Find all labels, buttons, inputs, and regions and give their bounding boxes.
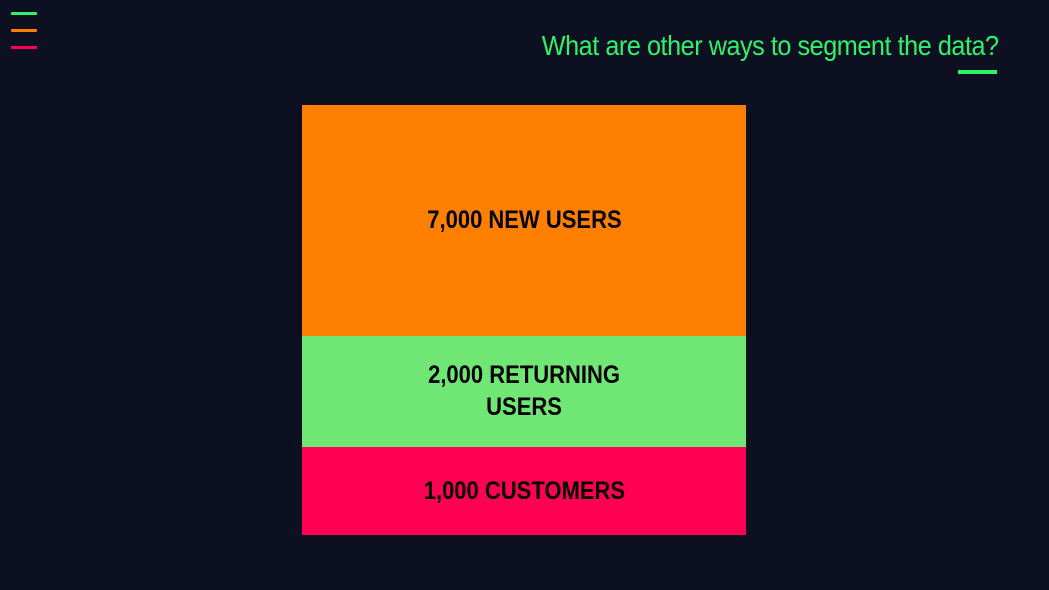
- page-title: What are other ways to segment the data?: [542, 30, 999, 61]
- menu-bar-bottom: [11, 46, 37, 49]
- segment-label-customers: 1,000 CUSTOMERS: [423, 477, 625, 506]
- segment-label-returning-users: 2,000 RETURNING USERS: [428, 361, 620, 422]
- menu-bar-middle: [11, 29, 37, 32]
- segment-returning-users: 2,000 RETURNING USERS: [302, 335, 746, 448]
- segment-stack: 7,000 NEW USERS 2,000 RETURNING USERS 1,…: [302, 105, 746, 535]
- title-underline: [958, 70, 997, 74]
- segment-new-users: 7,000 NEW USERS: [302, 105, 746, 336]
- menu-bar-top: [11, 12, 37, 15]
- segment-label-new-users: 7,000 NEW USERS: [426, 206, 622, 235]
- hamburger-menu-icon[interactable]: [11, 11, 37, 51]
- segment-customers: 1,000 CUSTOMERS: [302, 447, 746, 535]
